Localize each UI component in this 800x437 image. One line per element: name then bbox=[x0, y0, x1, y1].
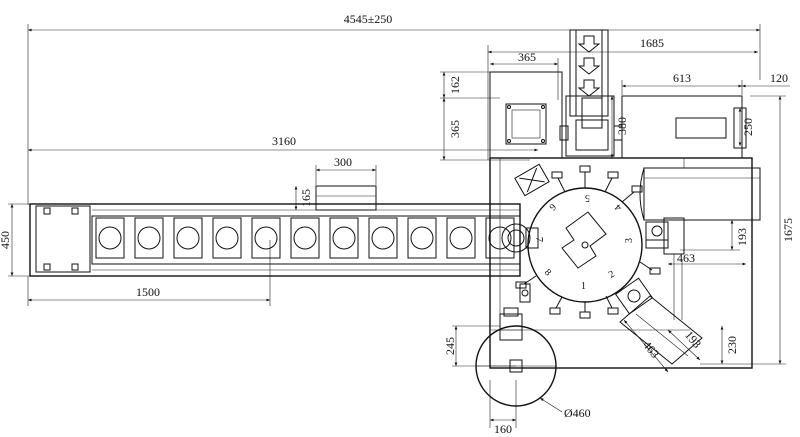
turret-tool-holders bbox=[515, 165, 661, 319]
conveyor-pocket bbox=[290, 217, 320, 259]
conveyor-top-bracket bbox=[315, 185, 377, 211]
drive-bolt-icon bbox=[71, 263, 79, 271]
station-number: 1 bbox=[581, 281, 586, 292]
dim-1685: 1685 bbox=[640, 36, 664, 50]
upper-left-housing bbox=[489, 71, 563, 159]
dim-365-left: 365 bbox=[448, 120, 462, 138]
discharge-block bbox=[663, 217, 685, 255]
dim-613: 613 bbox=[673, 71, 691, 85]
conveyor-pocket bbox=[173, 217, 203, 259]
dim-3160: 3160 bbox=[272, 134, 296, 148]
right-side-unit bbox=[643, 167, 761, 221]
drive-bolt-icon bbox=[43, 263, 51, 271]
dim-1500: 1500 bbox=[136, 285, 160, 299]
hopper-outlet bbox=[509, 359, 523, 373]
conveyor-pocket bbox=[329, 217, 359, 259]
conveyor-pocket bbox=[446, 217, 476, 259]
round-hopper bbox=[475, 307, 557, 407]
tool-holder bbox=[515, 275, 537, 289]
dim-1675: 1675 bbox=[781, 218, 795, 242]
down-arrow-icon bbox=[577, 57, 601, 75]
down-arrow-icon bbox=[577, 79, 601, 97]
station-number: 3 bbox=[624, 238, 635, 243]
rotary-turret: 1 2 3 4 5 6 7 8 bbox=[501, 163, 703, 365]
discharge-chute bbox=[619, 295, 703, 365]
dim-450: 450 bbox=[0, 231, 12, 249]
turret-center-cam bbox=[561, 211, 607, 269]
conveyor bbox=[29, 185, 521, 277]
dim-162: 162 bbox=[448, 76, 462, 94]
dim-overall-length: 4545±250 bbox=[344, 12, 393, 26]
dim-245: 245 bbox=[443, 337, 457, 355]
drive-bolt-icon bbox=[71, 207, 79, 215]
dim-365-top: 365 bbox=[518, 50, 536, 64]
conveyor-pocket bbox=[212, 217, 242, 259]
dim-250: 250 bbox=[741, 118, 755, 136]
tool-holder bbox=[549, 296, 563, 315]
control-box-inner bbox=[511, 109, 541, 139]
conveyor-pocket bbox=[134, 217, 164, 259]
conveyor-pocket bbox=[368, 217, 398, 259]
station-number: 5 bbox=[585, 192, 590, 203]
left-capping-head bbox=[514, 163, 550, 197]
dim-193-right: 193 bbox=[735, 228, 749, 246]
dim-463-diagonal: 463 bbox=[640, 338, 662, 361]
tool-holder bbox=[639, 261, 661, 275]
station-number: 4 bbox=[613, 202, 624, 213]
conveyor-pocket bbox=[407, 217, 437, 259]
tool-holder bbox=[579, 302, 591, 319]
dim-463-right: 463 bbox=[677, 251, 695, 265]
dim-230: 230 bbox=[725, 336, 739, 354]
drive-bolt-icon bbox=[43, 207, 51, 215]
upper-right-housing bbox=[621, 95, 743, 159]
tool-holder bbox=[604, 171, 619, 193]
tool-holder bbox=[579, 165, 591, 188]
conveyor-pocket bbox=[251, 217, 281, 259]
conveyor-pocket bbox=[95, 217, 125, 259]
control-box bbox=[505, 103, 547, 145]
conveyor-pockets bbox=[95, 217, 515, 259]
tool-holder bbox=[551, 171, 566, 193]
dim-165: 165 bbox=[299, 189, 313, 207]
dim-diameter-460: Ø460 bbox=[564, 406, 591, 420]
down-arrow-icon bbox=[577, 35, 601, 53]
infeed-starwheel bbox=[501, 223, 539, 253]
dim-120: 120 bbox=[770, 71, 788, 85]
dimension-labels: 4545±250 1685 365 613 120 162 365 380 25… bbox=[0, 12, 795, 436]
dim-160: 160 bbox=[494, 422, 512, 436]
tool-holder bbox=[605, 295, 619, 315]
conveyor-drive-box bbox=[35, 205, 91, 273]
tool-holder bbox=[621, 185, 643, 203]
station-number: 8 bbox=[542, 267, 553, 278]
machine-frame bbox=[489, 71, 761, 369]
station-number: 2 bbox=[607, 269, 617, 281]
display-panel bbox=[675, 117, 727, 139]
lower-right-station bbox=[614, 277, 654, 315]
station-number: 6 bbox=[547, 201, 558, 212]
hopper-neck bbox=[499, 313, 523, 341]
lower-left-bracket bbox=[519, 283, 531, 303]
right-station-head bbox=[645, 221, 669, 249]
feed-chute bbox=[559, 29, 623, 157]
dim-300: 300 bbox=[334, 155, 352, 169]
